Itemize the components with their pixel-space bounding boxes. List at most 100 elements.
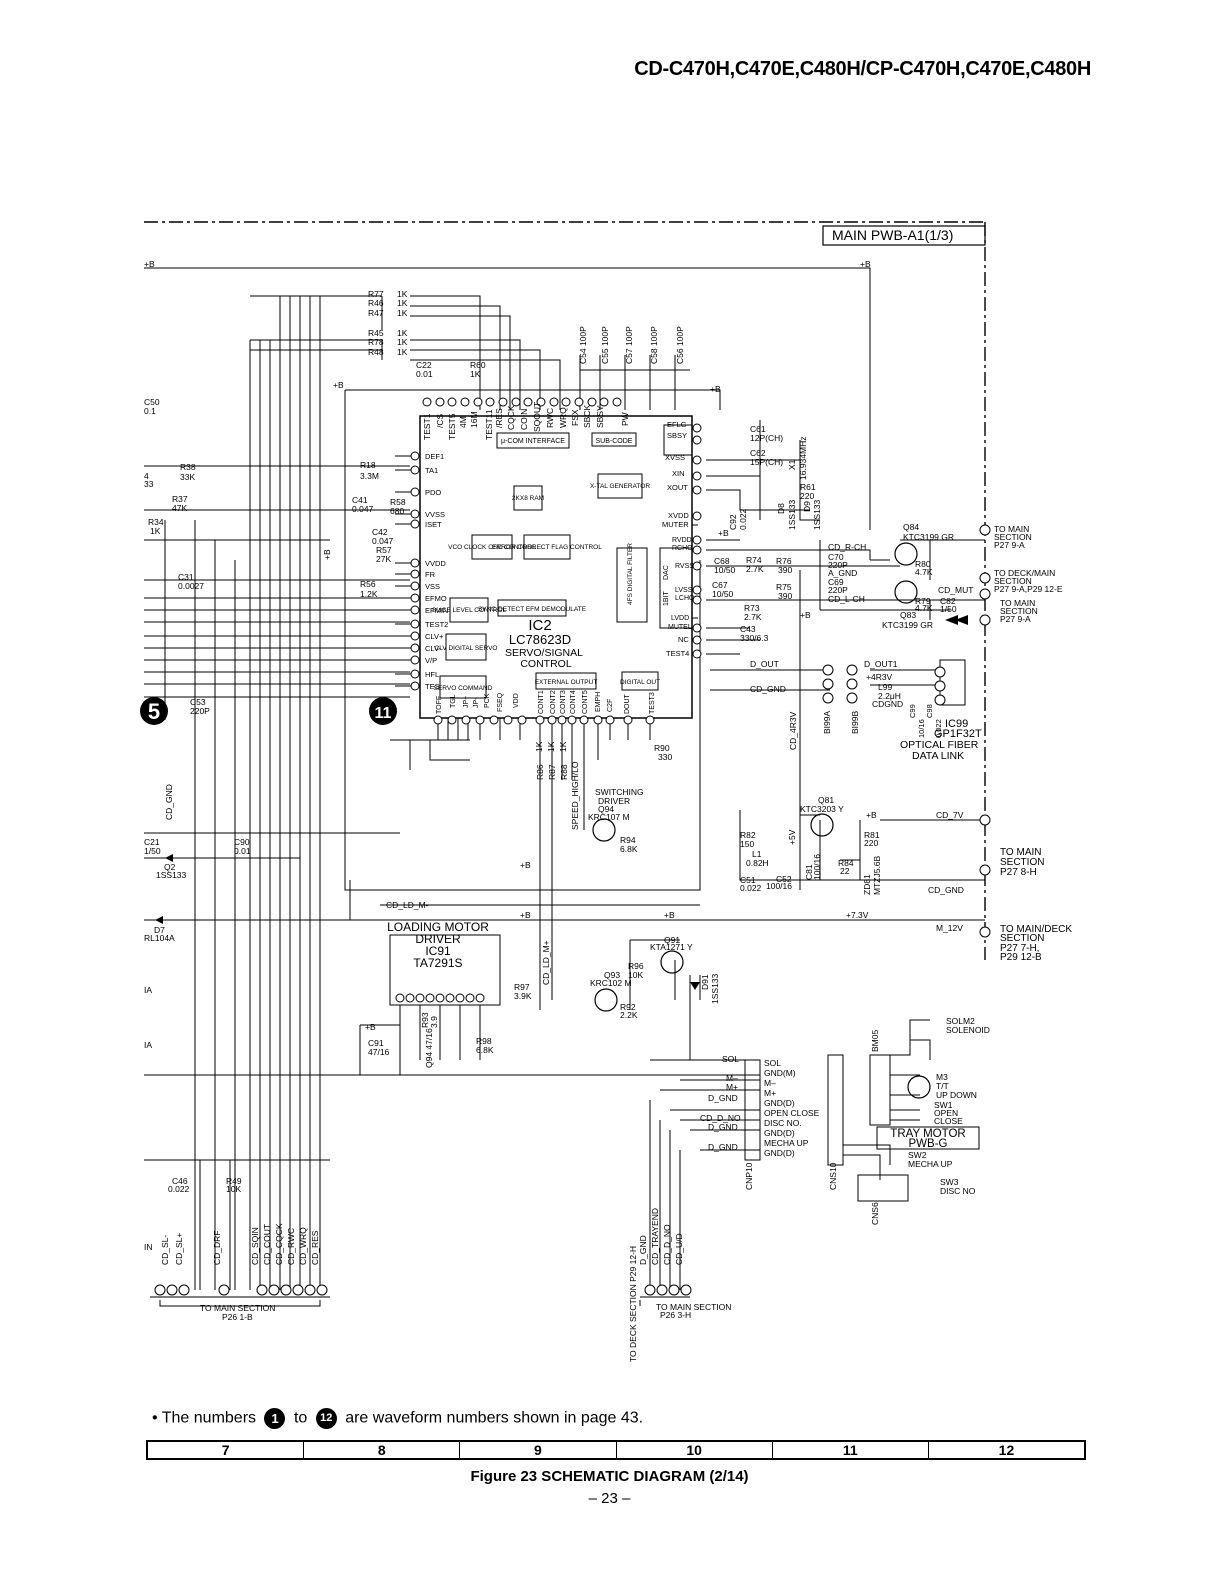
schematic-label: R61 <box>800 482 816 492</box>
schematic-label: D8 <box>776 503 786 514</box>
page-number: – 23 – <box>588 1490 631 1507</box>
schematic-label: C92 <box>728 514 738 530</box>
schematic-label: IA <box>144 1040 152 1050</box>
schematic-label: Q91 <box>664 935 680 945</box>
schematic-label: TO MAIN SECTION <box>200 1303 275 1313</box>
vco-block <box>471 534 513 560</box>
schematic-label: VVDD <box>425 559 446 568</box>
schematic-label: 220P <box>828 560 848 570</box>
schematic-label: D_OUT1 <box>864 659 898 669</box>
schematic-label: TEST5 <box>447 413 457 440</box>
schematic-label: +7.3V <box>846 910 869 920</box>
ucom-label: μ-COM INTERFACE <box>501 438 565 445</box>
schematic-label: CLV DIGITAL SERVO <box>435 645 498 652</box>
schematic-label: +5V <box>787 829 797 845</box>
schematic-label: 390 <box>778 565 792 575</box>
schematic-label: R82 <box>740 830 756 840</box>
schematic-label: D_GND <box>638 1235 648 1265</box>
schematic-label: P26 1-B <box>222 1312 253 1322</box>
schematic-label: KRC102 M <box>590 978 632 988</box>
schematic-label: SWITCHING <box>595 787 644 797</box>
grid-col: 11 <box>773 1442 929 1458</box>
schematic-label: SOLM2 <box>946 1016 975 1026</box>
ext-block <box>535 672 597 690</box>
schematic-label: 16.934MHz <box>798 437 808 480</box>
schematic-label: D_GND <box>708 1122 738 1132</box>
schematic-label: DEF1 <box>425 452 444 461</box>
waveform-bubble-1: 1 <box>264 1408 286 1429</box>
schematic-label: 1K <box>397 289 408 299</box>
schematic-label: CD_GND <box>928 885 964 895</box>
dfilter-block <box>616 547 648 623</box>
schematic-label: 6.8K <box>476 1045 494 1055</box>
schematic-label: +B <box>144 259 155 269</box>
schematic-label: 1.2K <box>360 589 378 599</box>
schematic-label: SERVO/SIGNAL <box>505 647 583 659</box>
schematic-label: VDD <box>513 693 520 708</box>
schematic-label: CONT4 <box>570 690 577 714</box>
schematic-label: CD_RWC <box>286 1228 296 1265</box>
schematic-label: IC91 <box>425 944 451 958</box>
schematic-label: D_GND <box>708 1142 738 1152</box>
sync-block <box>497 599 567 617</box>
schematic-label: R47 <box>368 308 384 318</box>
schematic-label: DRIVER <box>598 796 630 806</box>
schematic-label: C55 100P <box>600 326 610 364</box>
schematic-label: /RES <box>494 408 504 428</box>
schematic-label: C90 <box>234 837 250 847</box>
schematic-label: 390 <box>778 591 792 601</box>
schematic-label: P26 3-H <box>660 1310 691 1320</box>
board-title: MAIN PWB-A1(1/3) <box>832 227 953 243</box>
subcode-block <box>591 432 637 447</box>
schematic-label: 1K <box>397 298 408 308</box>
schematic-label: P27 9-A <box>1000 614 1031 624</box>
schematic-label: SW3 <box>940 1177 959 1187</box>
schematic-label: KTC3199 GR <box>903 532 954 542</box>
schematic-label: 0.047 <box>372 536 394 546</box>
ic91-body <box>389 934 501 1006</box>
schematic-label: CD_COUT <box>262 1224 272 1265</box>
schematic-label: R94 <box>620 835 636 845</box>
schematic-label: M3 <box>936 1072 948 1082</box>
schematic-label: SQOUT <box>532 402 542 432</box>
schematic-label: C70 <box>828 552 844 562</box>
schematic-label: X1 <box>787 459 797 470</box>
schematic-label: L99 <box>878 682 892 692</box>
schematic-label: P27 7-H, <box>1000 943 1039 954</box>
schematic-label: 330 <box>658 752 672 762</box>
schematic-label: 1/50 <box>940 604 957 614</box>
schematic-label: CONT5 <box>582 690 589 714</box>
schematic-label: C69 <box>828 577 844 587</box>
schematic-label: +B <box>866 810 877 820</box>
schematic-label: 4M <box>458 416 468 428</box>
schematic-label: R86 <box>535 764 545 780</box>
schematic-label: C68 <box>714 556 730 566</box>
schematic-label: SPEED_HIGH/LO <box>570 761 580 830</box>
schematic-label: 150 <box>740 839 754 849</box>
schematic-label: SBSY <box>667 431 687 440</box>
schematic-label: EFLG <box>667 420 687 429</box>
schematic-label: SERVO COMMAND <box>434 685 493 692</box>
schematic-label: CLOSE <box>934 1116 963 1126</box>
schematic-label: 15P(CH) <box>750 457 783 467</box>
schematic-label: M+ <box>764 1088 776 1098</box>
waveform-marker-11 <box>369 697 397 725</box>
schematic-label: 1SS133 <box>787 499 797 530</box>
schematic-label: A_GND <box>828 568 857 578</box>
schematic-label: IC99 <box>945 718 968 730</box>
schematic-label: JP- <box>473 697 480 708</box>
schematic-label: GP1F32T <box>934 728 982 740</box>
schematic-label: /CS <box>435 414 445 429</box>
schematic-label: TO DECK/MAIN <box>994 568 1055 578</box>
schematic-label: LVDD <box>671 615 689 622</box>
schematic-label: CD_GND <box>750 684 786 694</box>
ucom-block <box>496 432 570 449</box>
schematic-label: C53 <box>190 697 206 707</box>
schematic-label: M_12V <box>936 923 963 933</box>
schematic-label: TA7291S <box>413 956 462 970</box>
schematic-label: XIN <box>672 469 685 478</box>
schematic-label: R78 <box>368 337 384 347</box>
schematic-label: SLICE LEVEL CONTROL <box>432 607 507 614</box>
schematic-label: RVSS <box>675 563 694 570</box>
